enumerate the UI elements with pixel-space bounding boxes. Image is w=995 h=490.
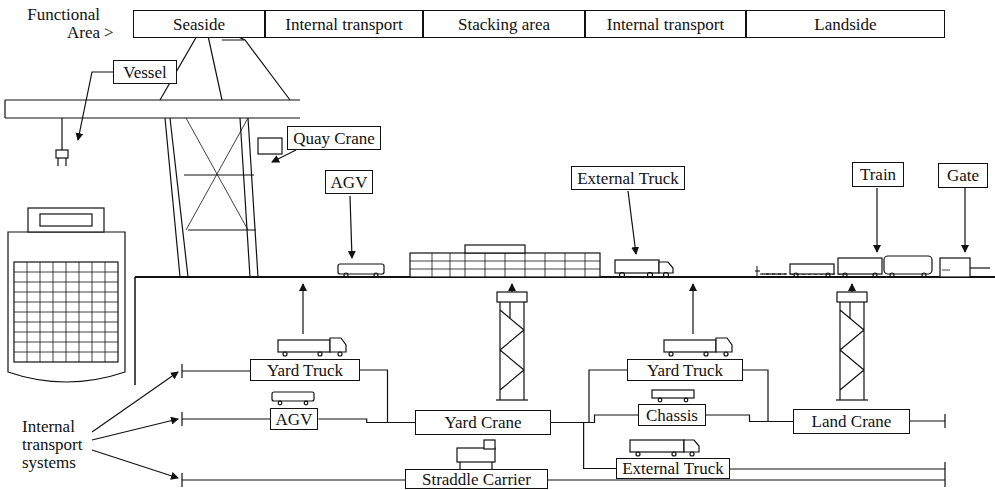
annotation-label: Internal transport systems	[22, 418, 94, 472]
equipment-box: External Truck	[616, 458, 730, 479]
box-text: Quay Crane	[293, 130, 375, 147]
callout-box: Vessel	[113, 60, 177, 84]
callout-box: AGV	[325, 170, 374, 194]
callout-box: Quay Crane	[287, 126, 381, 150]
equipment-box: Chassis	[638, 404, 706, 426]
functional-area-cell: Seaside	[133, 10, 265, 38]
box-text: Yard Truck	[647, 362, 723, 379]
flow-connector	[318, 419, 415, 423]
callout-box: Gate	[938, 163, 988, 188]
box-text: Yard Truck	[267, 362, 343, 379]
box-text: Gate	[947, 167, 979, 184]
box-text: Yard Crane	[444, 414, 521, 431]
flow-connector	[706, 415, 793, 422]
functional-area-cell: Stacking area	[423, 10, 585, 38]
callout-box: Train	[852, 162, 904, 187]
box-text: Landside	[814, 16, 876, 33]
box-text: AGV	[331, 174, 368, 191]
annotation-label: >	[104, 24, 116, 42]
callout-box: External Truck	[571, 166, 685, 190]
box-text: AGV	[276, 411, 313, 428]
equipment-box: Land Crane	[793, 409, 910, 434]
box-text: Vessel	[123, 64, 166, 81]
annotation-label: Functional Area	[8, 6, 100, 42]
box-text: Seaside	[173, 16, 225, 33]
equipment-box: AGV	[270, 408, 319, 430]
box-text: Stacking area	[458, 16, 550, 33]
functional-area-cell: Internal transport	[265, 10, 423, 38]
functional-area-cell: Internal transport	[585, 10, 746, 38]
equipment-box: Yard Crane	[415, 410, 551, 435]
flow-connector	[743, 370, 793, 422]
equipment-box: Yard Truck	[627, 359, 743, 381]
flow-connector	[360, 370, 415, 423]
flow-connector	[551, 415, 638, 423]
box-text: External Truck	[622, 460, 724, 477]
equipment-box: Straddle Carrier	[405, 469, 548, 489]
box-text: Internal transport	[607, 16, 725, 33]
box-text: Chassis	[646, 407, 698, 424]
box-text: Straddle Carrier	[422, 471, 531, 488]
box-text: Train	[860, 166, 896, 183]
box-text: External Truck	[577, 170, 679, 187]
flow-connector	[551, 423, 616, 469]
box-text: Internal transport	[285, 16, 403, 33]
functional-area-cell: Landside	[746, 10, 945, 38]
box-text: Land Crane	[812, 413, 892, 430]
equipment-box: Yard Truck	[250, 359, 360, 381]
